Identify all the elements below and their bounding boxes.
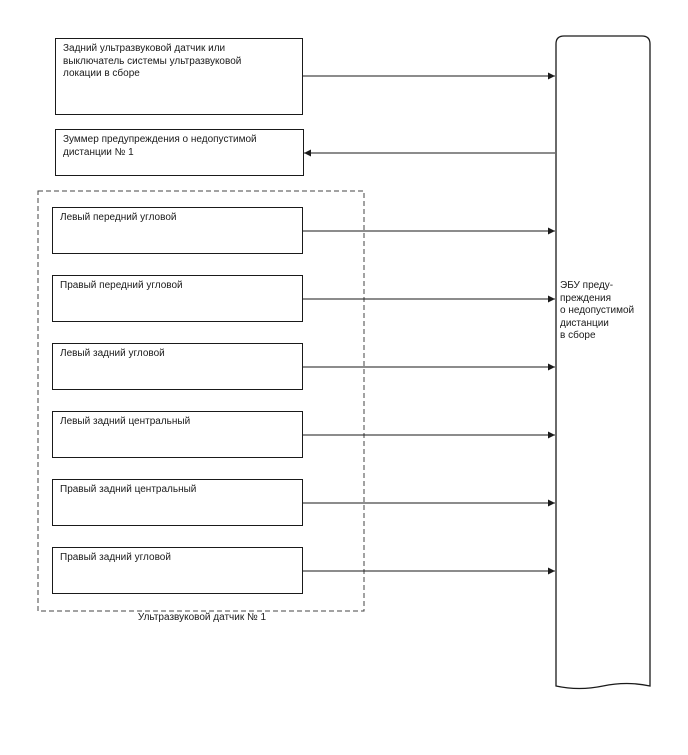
sensor-group-label: Ультразвуковой датчик № 1 [137,612,267,623]
warning-buzzer-box: Зуммер предупреждения о недопустимой дис… [55,129,304,176]
sensor-rear-left-center: Левый задний центральный [52,411,303,458]
rear-sensor-switch-box: Задний ультразвуковой датчик или выключа… [55,38,303,115]
sensor-rear-right-corner: Правый задний угловой [52,547,303,594]
sensor-front-right-corner: Правый передний угловой [52,275,303,322]
sensor-rear-left-corner: Левый задний угловой [52,343,303,390]
sensor-front-left-corner: Левый передний угловой [52,207,303,254]
ecu-block [555,35,651,690]
ecu-label: ЭБУ преду- преждения о недопустимой дист… [560,280,635,341]
sensor-rear-right-center: Правый задний центральный [52,479,303,526]
sensor-group-frame [37,190,365,612]
